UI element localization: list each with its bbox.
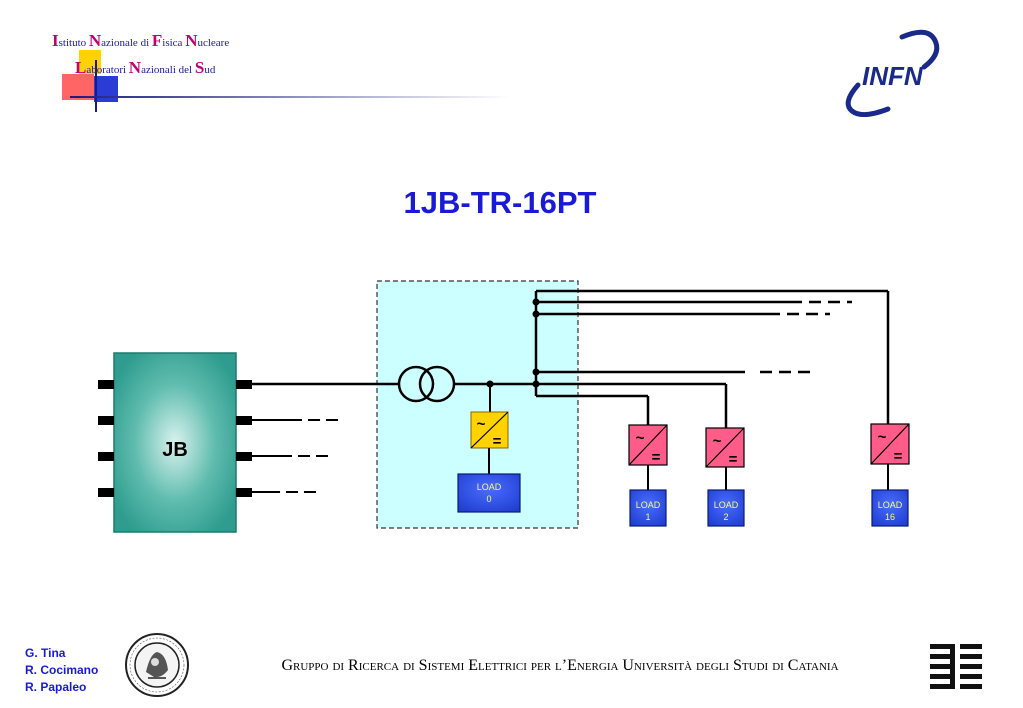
footer-authors: G. Tina R. Cocimano R. Papaleo (25, 645, 98, 696)
load-16-box: LOAD 16 (871, 489, 909, 527)
logo-square-red (62, 74, 94, 100)
author-name: R. Cocimano (25, 663, 99, 677)
load-1-box: LOAD 1 (629, 489, 667, 527)
department-logo-icon (930, 644, 982, 689)
svg-text:2: 2 (723, 512, 728, 522)
jb-terminal-left-4 (98, 488, 114, 497)
jb-terminal-left-2 (98, 416, 114, 425)
svg-text:=: = (493, 433, 502, 450)
svg-text:~: ~ (477, 416, 486, 433)
logo-vertical-line (95, 60, 97, 112)
load-2-box: LOAD 2 (707, 489, 745, 527)
junction-box-label: JB (162, 439, 188, 461)
svg-text:LOAD: LOAD (878, 500, 903, 510)
junction-box (113, 352, 237, 533)
infn-logo-arc-bottom (845, 82, 891, 117)
jb-terminal-right-1 (236, 380, 252, 389)
converter-16: ~ = (870, 423, 910, 465)
svg-text:=: = (652, 449, 661, 466)
footer-text: Gruppo di Ricerca di Sistemi Elettrici p… (281, 657, 839, 674)
svg-text:0: 0 (486, 494, 491, 504)
jb-terminal-right-2 (236, 416, 252, 425)
logo-horizontal-line (70, 96, 510, 98)
university-seal-icon (125, 633, 189, 697)
svg-text:~: ~ (713, 433, 722, 450)
converter-2: ~ = (705, 427, 745, 468)
load-0-box: LOAD 0 (457, 473, 521, 513)
svg-text:1: 1 (645, 512, 650, 522)
institute-name-line1: Istituto Nazionale di Fisica Nucleare (52, 31, 230, 50)
svg-text:~: ~ (878, 429, 887, 446)
infn-logo-arc-top (899, 29, 940, 70)
converter-1: ~ = (628, 424, 668, 466)
institute-name-line2: Laboratori Nazionali del Sud (75, 58, 216, 77)
infn-logo: INFN (845, 29, 940, 117)
transformer-coil-1 (397, 365, 435, 403)
converter-0: ~ = (470, 411, 509, 450)
svg-text:=: = (894, 448, 903, 465)
svg-text:LOAD: LOAD (477, 482, 502, 492)
infn-logo-text: INFN (862, 61, 924, 91)
jb-terminal-left-1 (98, 380, 114, 389)
jb-terminal-right-4 (236, 488, 252, 497)
svg-text:16: 16 (885, 512, 895, 522)
jb-terminal-right-3 (236, 452, 252, 461)
author-name: R. Papaleo (25, 680, 87, 694)
svg-text:~: ~ (636, 430, 645, 447)
author-name: G. Tina (25, 646, 66, 660)
svg-text:LOAD: LOAD (714, 500, 739, 510)
page-title: 1JB-TR-16PT (403, 185, 597, 220)
jb-terminal-left-3 (98, 452, 114, 461)
svg-text:=: = (729, 451, 738, 468)
svg-text:LOAD: LOAD (636, 500, 661, 510)
